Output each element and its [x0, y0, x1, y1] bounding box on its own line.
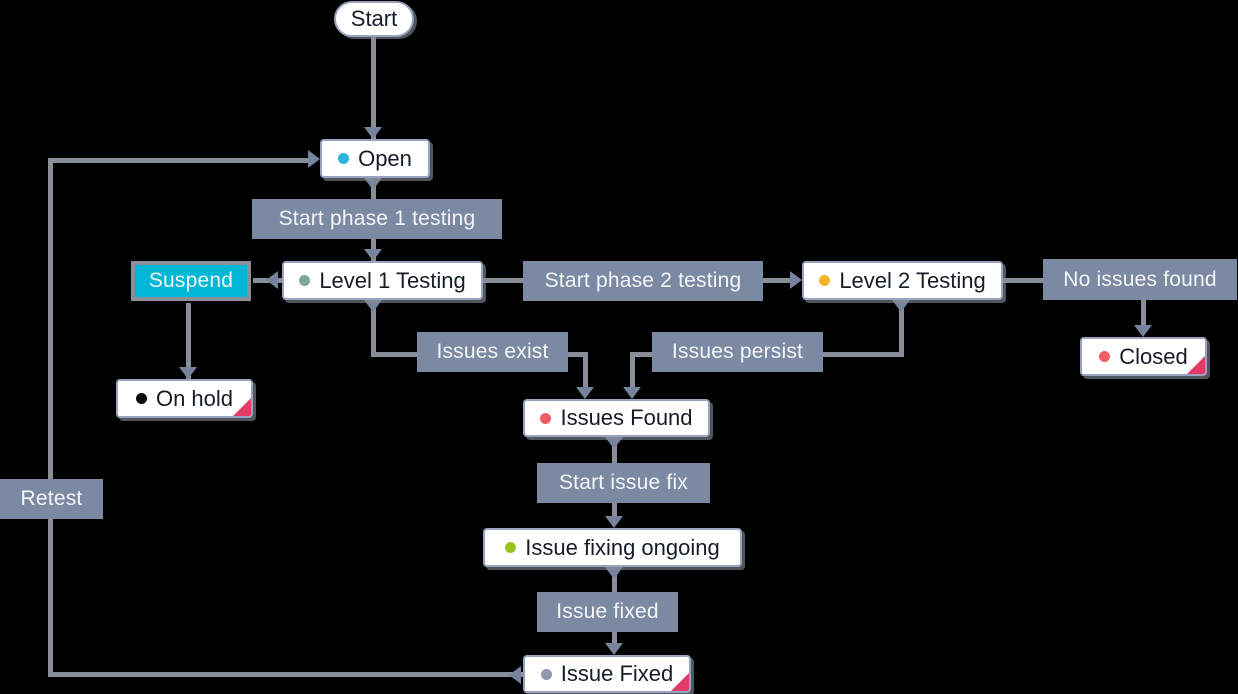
connector-retest-top — [48, 158, 308, 163]
transition-issues-persist[interactable]: Issues persist — [652, 332, 823, 372]
node-label: Issue fixing ongoing — [525, 534, 720, 560]
transition-issue-fixed[interactable]: Issue fixed — [537, 592, 678, 632]
transition-label: Issue fixed — [556, 600, 659, 623]
status-dot-level1 — [299, 275, 311, 286]
status-dot-issues-found — [540, 412, 552, 424]
connector-exist-in — [374, 352, 417, 357]
transition-label: Issues persist — [671, 340, 804, 363]
status-dot-issue-fixing — [505, 542, 517, 553]
connector-exist-found — [583, 352, 588, 388]
transition-start-phase1[interactable]: Start phase 1 testing — [252, 199, 502, 239]
status-dot-open — [338, 153, 350, 164]
transition-label: Issues exist — [436, 340, 549, 363]
arrowhead-into-issuefixed — [605, 643, 623, 655]
status-dot-level2 — [819, 275, 831, 286]
node-open[interactable]: Open — [320, 139, 430, 178]
transition-label: Start phase 2 testing — [544, 269, 742, 292]
arrowhead-into-fixing — [605, 516, 623, 528]
transition-issues-exist[interactable]: Issues exist — [417, 332, 568, 372]
final-state-marker-icon — [232, 397, 251, 416]
connector-suspend-onhold — [186, 303, 191, 380]
final-state-marker-icon — [1186, 355, 1205, 374]
arrowhead-exist-into-found — [576, 387, 594, 399]
arrowhead-toward-suspend — [266, 271, 278, 289]
connector-retest-bottom — [48, 672, 523, 677]
node-issue-fixed[interactable]: Issue Fixed — [523, 655, 691, 693]
node-label: On hold — [155, 385, 234, 411]
stub-below-open — [364, 178, 382, 190]
node-issue-fixing-ongoing[interactable]: Issue fixing ongoing — [483, 528, 742, 567]
stub-below-found — [605, 437, 623, 449]
connector-start-open — [371, 37, 376, 140]
transition-no-issues-found[interactable]: No issues found — [1043, 259, 1237, 300]
transition-label: Start issue fix — [558, 471, 689, 494]
node-start[interactable]: Start — [334, 1, 414, 37]
stub-below-level2 — [892, 300, 910, 312]
connector-level2-down — [899, 300, 904, 357]
connector-level2-noissues — [1002, 278, 1043, 283]
node-closed[interactable]: Closed — [1080, 337, 1207, 376]
node-level2-testing[interactable]: Level 2 Testing — [802, 261, 1003, 300]
transition-start-phase2[interactable]: Start phase 2 testing — [523, 261, 763, 301]
connector-noissues-closed — [1141, 299, 1146, 327]
node-label: Issues Found — [560, 405, 693, 430]
arrowhead-into-open — [364, 127, 382, 139]
connector-persist-out — [630, 352, 652, 357]
transition-label: Start phase 1 testing — [278, 207, 476, 230]
node-label: Start — [350, 6, 398, 31]
arrowhead-retest-into-open — [308, 150, 320, 168]
node-label: Level 2 Testing — [839, 267, 986, 293]
arrowhead-into-closed — [1134, 325, 1152, 337]
connector-persist-found — [630, 352, 635, 388]
node-issues-found[interactable]: Issues Found — [523, 399, 710, 437]
connector-persist-in — [823, 352, 903, 357]
transition-label: Retest — [20, 487, 83, 510]
stub-below-level1 — [364, 300, 382, 312]
transition-label: No issues found — [1063, 267, 1217, 291]
arrowhead-into-level1 — [364, 249, 382, 261]
connector-phase2-level2 — [763, 278, 794, 283]
final-state-marker-icon — [670, 672, 689, 691]
node-label: Level 1 Testing — [319, 267, 466, 293]
connector-level1-phase2 — [483, 278, 523, 283]
arrowhead-into-onhold — [179, 367, 197, 379]
arrowhead-persist-into-found — [623, 387, 641, 399]
stub-below-fixing — [605, 567, 623, 579]
transition-suspend[interactable]: Suspend — [131, 261, 251, 301]
transition-start-issue-fix[interactable]: Start issue fix — [537, 463, 710, 503]
transition-label: Suspend — [148, 269, 234, 292]
transition-retest[interactable]: Retest — [0, 479, 103, 519]
status-dot-closed — [1099, 351, 1111, 362]
stub-left-of-issuefixed — [509, 666, 521, 684]
connector-exist-out — [568, 352, 588, 357]
node-on-hold[interactable]: On hold — [116, 379, 253, 418]
connector-level1-down — [371, 300, 376, 357]
node-level1-testing[interactable]: Level 1 Testing — [282, 261, 483, 300]
status-dot-issue-fixed — [540, 668, 552, 680]
node-label: Issue Fixed — [560, 661, 674, 686]
connector-retest-vertical — [48, 158, 53, 677]
node-label: Open — [358, 145, 412, 171]
arrowhead-into-level2 — [790, 271, 802, 289]
node-label: Closed — [1119, 343, 1188, 369]
status-dot-onhold — [135, 393, 147, 404]
